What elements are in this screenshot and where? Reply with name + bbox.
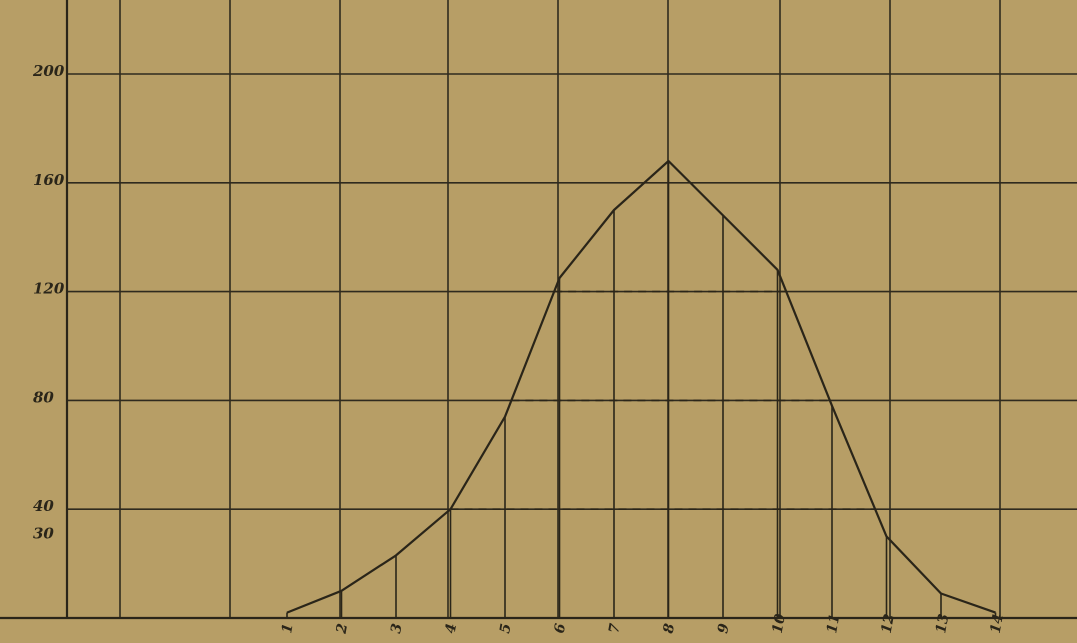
- curve-layer: [286, 159, 996, 614]
- x-tick-label: 14: [988, 613, 1007, 635]
- axes: [0, 0, 1077, 620]
- x-tick-label: 9: [715, 622, 732, 635]
- x-tick-label: 13: [933, 612, 952, 634]
- x-tick-label: 7: [606, 622, 623, 635]
- x-tick-label: 6: [552, 622, 569, 635]
- ordinate-lines: [286, 161, 997, 618]
- x-tick-label: 10: [770, 612, 789, 634]
- x-tick-label: 1: [279, 622, 296, 634]
- x-tick-label: 2: [334, 622, 352, 636]
- x-tick-label: 12: [879, 612, 898, 634]
- grid: [67, 0, 1077, 618]
- x-tick-label: 11: [824, 613, 843, 635]
- reference-dashes: [450, 290, 876, 511]
- y-tick-label: 200: [32, 62, 65, 80]
- y-tick-label: 160: [33, 171, 65, 189]
- x-tick-label: 4: [443, 622, 460, 634]
- x-tick-label: 8: [661, 622, 678, 635]
- y-tick-label: 80: [33, 388, 54, 406]
- y-tick-label: 40: [33, 497, 54, 515]
- series-line: [286, 159, 996, 614]
- y-tick-labels: 30 40 80 120 160 200: [32, 62, 65, 542]
- x-tick-label: 5: [497, 622, 514, 634]
- y-tick-label: 30: [33, 524, 54, 542]
- x-tick-label: 3: [388, 622, 405, 635]
- y-tick-label: 120: [33, 280, 65, 298]
